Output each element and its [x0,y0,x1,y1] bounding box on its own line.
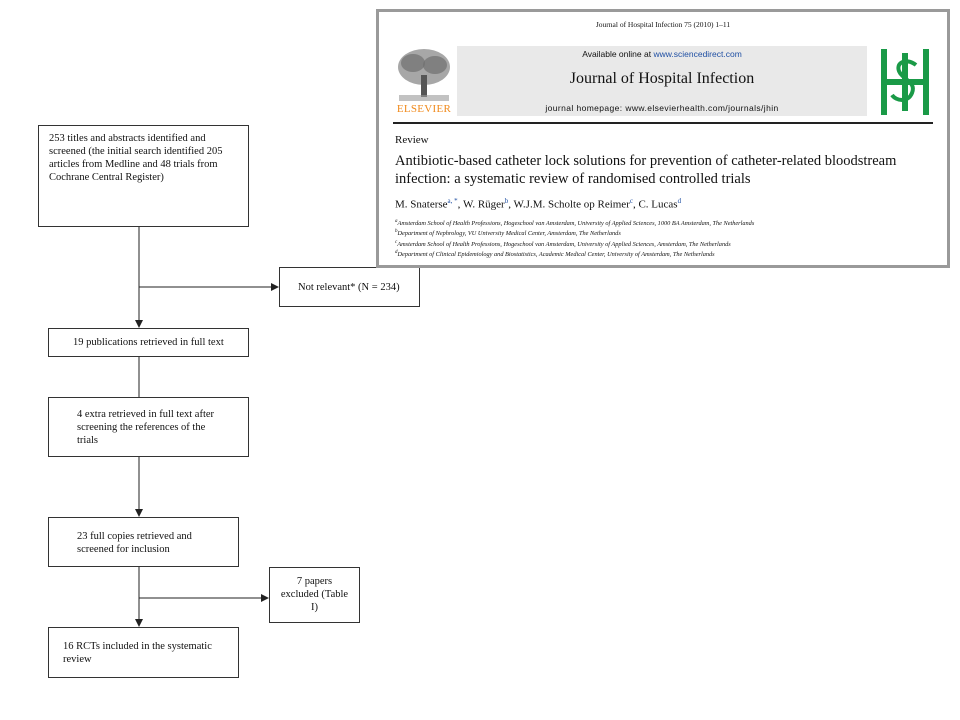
author-affiliation-marker[interactable]: c [629,197,633,205]
author-affiliation-marker[interactable]: b [504,197,509,205]
elsevier-logo: ELSEVIER [393,45,455,119]
author-affiliation-marker[interactable]: a, * [447,197,458,205]
affiliation-text: Amsterdam School of Health Professions, … [397,220,755,228]
box-4-extra: 4 extra retrieved in full text after scr… [48,397,249,457]
publisher-name: ELSEVIER [396,103,452,115]
jhi-logo [876,45,934,119]
box-16-rcts: 16 RCTs included in the systematic revie… [48,627,239,678]
affiliation-list: aAmsterdam School of Health Professions,… [395,218,754,259]
journal-banner-panel: Available online at www.sciencedirect.co… [457,46,867,116]
journal-banner: ELSEVIER Available online at www.science… [393,45,937,127]
box-titles-identified: 253 titles and abstracts identified and … [38,125,249,227]
author-name: W.J.M. Scholte op Reimer [513,198,630,211]
sciencedirect-link[interactable]: www.sciencedirect.com [653,49,742,59]
elsevier-tree-icon [398,49,450,101]
author-name: W. Rüger [462,198,505,211]
affiliation-item: cAmsterdam School of Health Professions,… [395,239,754,249]
box-titles-identified-text: 253 titles and abstracts identified and … [49,133,223,183]
affiliation-marker: b [395,229,398,235]
author-affiliation-marker[interactable]: d [677,197,682,205]
box-19-publications: 19 publications retrieved in full text [48,328,249,357]
article-title: Antibiotic-based catheter lock solutions… [395,153,897,187]
author-list: M. Snatersea, *, W. Rügerb, W.J.M. Schol… [395,197,681,211]
box-excluded-text: 7 papers excluded (Table I) [280,576,349,613]
affiliation-text: Department of Clinical Epidemiology and … [397,250,715,258]
affiliation-marker: d [395,249,398,255]
box-23-full-copies: 23 full copies retrieved and screened fo… [48,517,239,567]
affiliation-marker: c [395,239,398,245]
box-not-relevant-text: Not relevant* (N = 234) [298,282,400,293]
article-section: Review [395,134,429,146]
affiliation-item: bDepartment of Nephrology, VU University… [395,228,754,238]
header-rule [393,122,933,124]
box-16-rcts-text: 16 RCTs included in the systematic revie… [63,641,212,665]
paper-header-figure: Journal of Hospital Infection 75 (2010) … [376,9,950,268]
affiliation-item: dDepartment of Clinical Epidemiology and… [395,249,754,259]
affiliation-text: Amsterdam School of Health Professions, … [397,240,731,248]
author-name: M. Snaterse [395,198,448,211]
author-name: C. Lucas [638,198,678,211]
author-separator: , [508,198,514,211]
affiliation-marker: a [395,219,398,224]
author-separator: , [457,198,463,211]
available-online-label: Available online at [582,49,652,59]
box-19-publications-text: 19 publications retrieved in full text [73,337,224,348]
box-4-extra-text: 4 extra retrieved in full text after scr… [77,409,215,446]
journal-homepage: journal homepage: www.elsevierhealth.com… [545,103,779,113]
affiliation-item: aAmsterdam School of Health Professions,… [395,218,754,228]
jhi-logo-icon [881,49,929,115]
box-excluded: 7 papers excluded (Table I) [269,567,360,623]
affiliation-text: Department of Nephrology, VU University … [397,230,621,238]
box-not-relevant: Not relevant* (N = 234) [279,267,420,307]
available-online: Available online at www.sciencedirect.co… [457,49,867,59]
journal-title: Journal of Hospital Infection [569,70,755,87]
journal-citation: Journal of Hospital Infection 75 (2010) … [595,20,731,29]
box-23-full-copies-text: 23 full copies retrieved and screened fo… [77,531,192,555]
author-separator: , [632,198,639,211]
